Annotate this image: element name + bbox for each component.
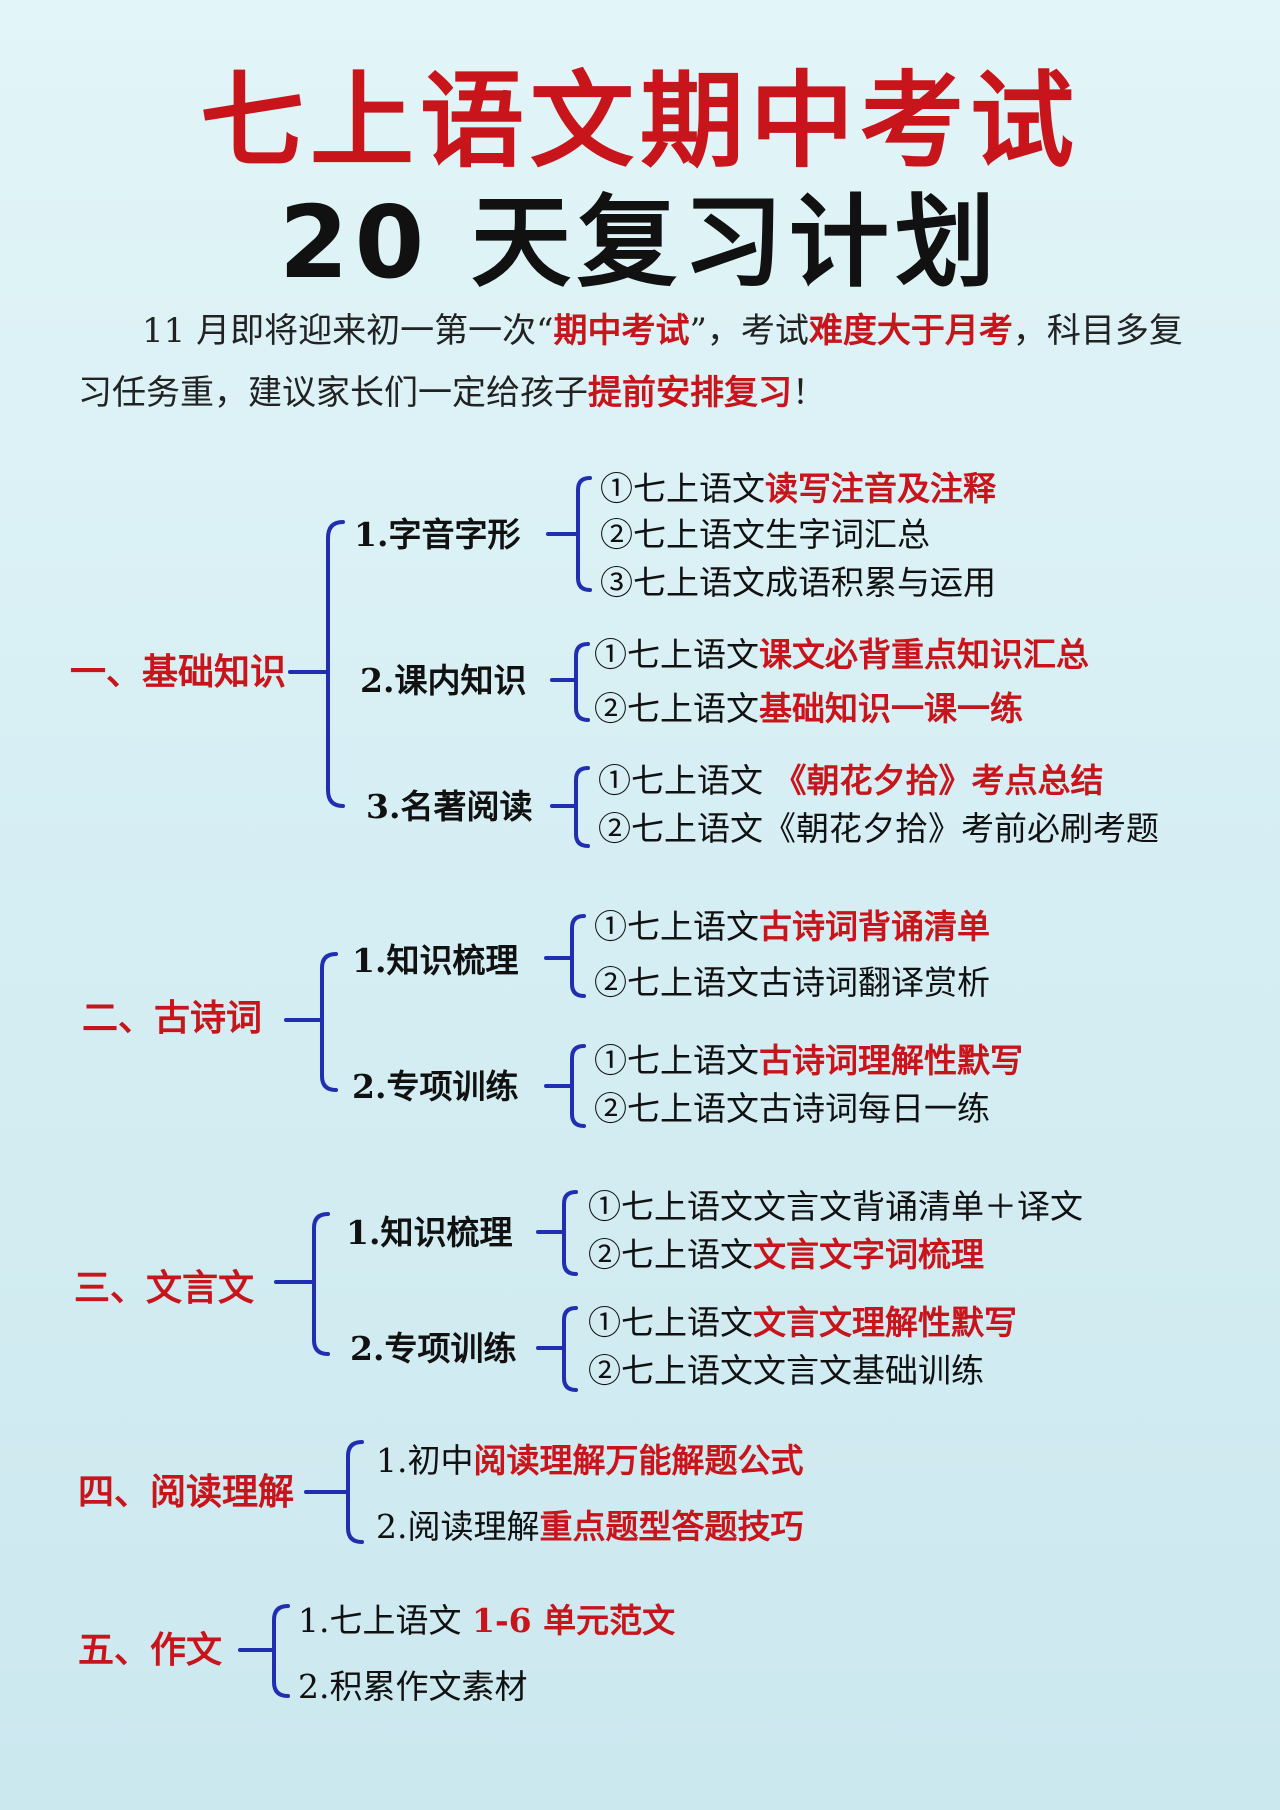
s1-b-item2: ②七上语文基础知识一课一练 xyxy=(594,689,1023,728)
s4-item1: 1.初中阅读理解万能解题公式 xyxy=(376,1441,804,1480)
s3-a-item1: ①七上语文文言文背诵清单＋译文 xyxy=(588,1187,1083,1226)
bracket-s1-b xyxy=(550,642,590,722)
title-line2: 20 天复习计划 xyxy=(279,184,1001,301)
s1-a-item1: ①七上语文读写注音及注释 xyxy=(600,469,996,508)
s2-b-item1: ①七上语文古诗词理解性默写 xyxy=(594,1041,1023,1080)
intro-text-1: 11 月即将迎来初一第一次“ xyxy=(142,311,554,351)
s1-b-item1: ①七上语文课文必背重点知识汇总 xyxy=(594,635,1089,674)
bracket-s1 xyxy=(288,520,345,808)
s4-item2: 2.阅读理解重点题型答题技巧 xyxy=(376,1507,804,1546)
s5-item2: 2.积累作文素材 xyxy=(298,1667,528,1706)
bracket-s3-a xyxy=(536,1190,578,1276)
bracket-s3 xyxy=(274,1212,330,1356)
s3-a-label: 1.知识梳理 xyxy=(346,1213,513,1252)
title-line1: 七上语文期中考试 xyxy=(199,60,1080,182)
intro-text-2: ”，考试 xyxy=(689,311,809,351)
s1-c-label: 3.名著阅读 xyxy=(366,787,533,826)
intro-highlight-2: 难度大于月考 xyxy=(808,311,1013,351)
s3-b-item2: ②七上语文文言文基础训练 xyxy=(588,1351,984,1390)
bracket-s2 xyxy=(284,952,338,1092)
intro-highlight-1: 期中考试 xyxy=(553,311,690,351)
section-poetry: 二、古诗词 xyxy=(82,997,263,1039)
s2-b-item2: ②七上语文古诗词每日一练 xyxy=(594,1089,990,1128)
section-classical: 三、文言文 xyxy=(74,1267,255,1309)
s2-a-item1: ①七上语文古诗词背诵清单 xyxy=(594,907,990,946)
bracket-s3-b xyxy=(536,1306,578,1392)
s1-a-label: 1.字音字形 xyxy=(354,515,521,554)
s1-b-label: 2.课内知识 xyxy=(360,661,527,700)
s3-a-item2: ②七上语文文言文字词梳理 xyxy=(588,1235,984,1274)
section-writing: 五、作文 xyxy=(78,1629,223,1671)
bracket-s1-a xyxy=(546,476,592,592)
bracket-s5 xyxy=(238,1604,290,1698)
section-basics: 一、基础知识 xyxy=(70,651,287,693)
bracket-s2-a xyxy=(544,914,586,998)
s2-a-label: 1.知识梳理 xyxy=(352,941,519,980)
intro-highlight-3: 提前安排复习 xyxy=(588,373,792,413)
intro-text-4: ！ xyxy=(792,373,826,413)
s2-b-label: 2.专项训练 xyxy=(352,1067,519,1106)
bracket-s2-b xyxy=(544,1044,586,1128)
s1-c-item1: ①七上语文 《朝花夕拾》考点总结 xyxy=(598,761,1104,800)
s1-a-item3: ③七上语文成语积累与运用 xyxy=(600,563,996,602)
bracket-s1-c xyxy=(550,766,590,848)
section-reading: 四、阅读理解 xyxy=(78,1471,295,1513)
s1-c-item2: ②七上语文《朝花夕拾》考前必刷考题 xyxy=(598,809,1159,848)
s3-b-item1: ①七上语文文言文理解性默写 xyxy=(588,1303,1017,1342)
s3-b-label: 2.专项训练 xyxy=(350,1329,517,1368)
s2-a-item2: ②七上语文古诗词翻译赏析 xyxy=(594,963,990,1002)
s1-a-item2: ②七上语文生字词汇总 xyxy=(600,515,930,554)
intro-text-3: ，科目多复习任务重，建议家长们一定给孩子 xyxy=(78,311,1183,413)
intro-paragraph: 11 月即将迎来初一第一次“期中考试”，考试难度大于月考，科目多复习任务重，建议… xyxy=(78,300,1208,424)
bracket-s4 xyxy=(304,1440,364,1544)
s5-item1: 1.七上语文 1-6 单元范文 xyxy=(298,1601,676,1640)
